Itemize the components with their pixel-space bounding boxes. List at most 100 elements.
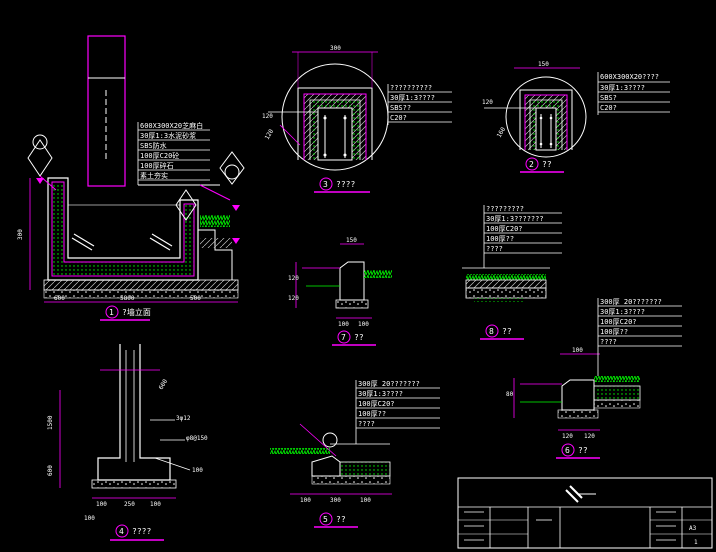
detail-1-note-2: 30厚1:3水泥砂浆: [140, 131, 196, 140]
detail-4-dims: 1500 600 100 250 100 600 100: [47, 378, 169, 522]
title-block-sheet-number: 1: [694, 539, 698, 546]
detail-7-title: ??: [354, 333, 364, 342]
detail-2-note-4: C20?: [600, 104, 617, 112]
detail-6-notes: 300厚 20??????? 30厚1:3???? 100厚C20? 100厚?…: [597, 298, 682, 376]
detail-6-dims: 100 80 120 120: [506, 347, 595, 440]
detail-4-dim-7: 100: [84, 515, 95, 522]
detail-5-title: ??: [336, 515, 346, 524]
detail-8-note-5: ????: [486, 245, 503, 253]
detail-5-note-2: 30厚1:3????: [358, 390, 403, 398]
detail-4-notes: 3φ12 φ8@150 100: [176, 415, 208, 474]
detail-7-number: 7: [341, 333, 346, 342]
detail-1-number: 1: [109, 308, 114, 317]
detail-5-note-5: ????: [358, 420, 375, 428]
detail-3-note-1: ??????????: [390, 84, 432, 92]
detail-1-note-6: 素土夯实: [140, 171, 168, 180]
detail-2-note-3: SBS?: [600, 94, 617, 102]
detail-7-dim-3: 120: [288, 295, 299, 302]
detail-1-note-3: SBS防水: [140, 141, 167, 150]
detail-7-dim-5: 100: [358, 321, 369, 328]
detail-5-number: 5: [323, 515, 328, 524]
detail-8-label: 8 ??: [480, 324, 524, 340]
detail-5-dim-2: 300: [330, 497, 341, 504]
detail-3-dim-3: 120: [262, 113, 273, 120]
detail-2-dim-2: 160: [496, 126, 508, 139]
detail-5-label: 5 ??: [314, 512, 358, 528]
detail-1-label: 1 ?墙立面: [100, 305, 151, 321]
detail-1-dim-2: 5800: [120, 295, 135, 302]
detail-4-dim-5: 100: [150, 501, 161, 508]
detail-4-note-3: 100: [192, 467, 203, 474]
detail-6-dim-1: 100: [572, 347, 583, 354]
detail-5-note-1: 300厚 20???????: [358, 380, 420, 388]
detail-2-notes: 600X300X20???? 30厚1:3???? SBS? C20?: [597, 72, 670, 115]
detail-3-title: ????: [336, 180, 355, 189]
detail-3-dims: 300 120 120: [262, 45, 341, 141]
detail-3-dim-1: 300: [330, 45, 341, 52]
detail-2-note-2: 30厚1:3????: [600, 84, 645, 92]
detail-8-paving-section: [462, 267, 550, 302]
detail-7-edge-section: [295, 243, 392, 319]
detail-8-note-3: 100厚C20?: [486, 225, 523, 233]
detail-4-number: 4: [119, 527, 124, 536]
detail-6-note-5: ????: [600, 338, 617, 346]
detail-7-label: 7 ??: [332, 330, 376, 346]
detail-3-note-3: SBS??: [390, 104, 411, 112]
detail-6-title: ??: [578, 446, 588, 455]
detail-7-dim-1: 150: [346, 237, 357, 244]
detail-3-note-4: C20?: [390, 114, 407, 122]
detail-2-dims: 150 160 120: [482, 61, 549, 139]
detail-2-dim-1: 150: [538, 61, 549, 68]
detail-8-notes: ????????? 30厚1:3??????? 100厚C20? 100厚?? …: [483, 205, 562, 268]
detail-6-note-1: 300厚 20???????: [600, 298, 662, 306]
detail-1-notes: 600X300X20芝麻白 30厚1:3水泥砂浆 SBS防水 100厚C20砼 …: [137, 121, 210, 185]
detail-3-coping-section: [268, 51, 389, 171]
detail-5-note-3: 100厚C20?: [358, 400, 395, 408]
detail-8-note-2: 30厚1:3???????: [486, 215, 544, 223]
detail-1-title: ?墙立面: [122, 307, 151, 317]
detail-1-note-1: 600X300X20芝麻白: [140, 121, 203, 130]
detail-1-dim-4: 300: [17, 229, 24, 240]
detail-2-note-1: 600X300X20????: [600, 73, 659, 81]
detail-5-notes: 300厚 20??????? 30厚1:3???? 100厚C20? 100厚?…: [355, 380, 440, 444]
detail-3-note-2: 30厚1:3????: [390, 94, 435, 102]
detail-6-note-2: 30厚1:3????: [600, 308, 645, 316]
detail-1-note-4: 100厚C20砼: [140, 151, 179, 160]
detail-1-dim-3: 500: [190, 295, 201, 302]
detail-4-dim-2: 600: [47, 465, 54, 476]
title-block-sheet-size: A3: [689, 525, 697, 532]
detail-3-notes: ?????????? 30厚1:3???? SBS?? C20?: [387, 84, 452, 125]
detail-6-curb-section: [513, 353, 641, 431]
detail-4-title: ????: [132, 527, 151, 536]
detail-4-dim-6: 600: [158, 378, 170, 391]
detail-5-dim-1: 100: [300, 497, 311, 504]
detail-8-note-4: 100厚??: [486, 235, 514, 243]
detail-3-label: 3 ????: [314, 177, 370, 193]
detail-8-note-1: ?????????: [486, 205, 524, 213]
detail-1-note-5: 100厚碎石: [140, 161, 174, 170]
detail-6-dim-2: 80: [506, 391, 514, 398]
detail-4-label: 4 ????: [110, 524, 164, 541]
detail-6-note-3: 100厚C20?: [600, 318, 637, 326]
detail-4-note-1: 3φ12: [176, 415, 191, 422]
detail-1-dim-1: 600: [54, 295, 65, 302]
detail-7-dims: 150 120 120 100 100: [288, 237, 369, 328]
detail-4-dim-1: 1500: [47, 415, 54, 430]
detail-2-title: ??: [542, 160, 552, 169]
detail-4-dim-4: 250: [124, 501, 135, 508]
detail-2-coping-section: [484, 67, 587, 158]
detail-7-dim-4: 100: [338, 321, 349, 328]
detail-4-note-2: φ8@150: [186, 435, 208, 442]
detail-6-label: 6 ??: [556, 443, 600, 459]
detail-3-dim-2: 120: [264, 128, 276, 141]
detail-6-number: 6: [565, 446, 570, 455]
detail-2-dim-3: 120: [482, 99, 493, 106]
detail-5-curb-section: [270, 423, 392, 495]
detail-3-number: 3: [323, 180, 328, 189]
detail-1-wall-section: [27, 35, 245, 303]
detail-8-title: ??: [502, 327, 512, 336]
detail-5-dim-3: 100: [360, 497, 371, 504]
detail-6-note-4: 100厚??: [600, 328, 628, 336]
detail-1-dims: 600 5800 500 300: [17, 229, 201, 302]
